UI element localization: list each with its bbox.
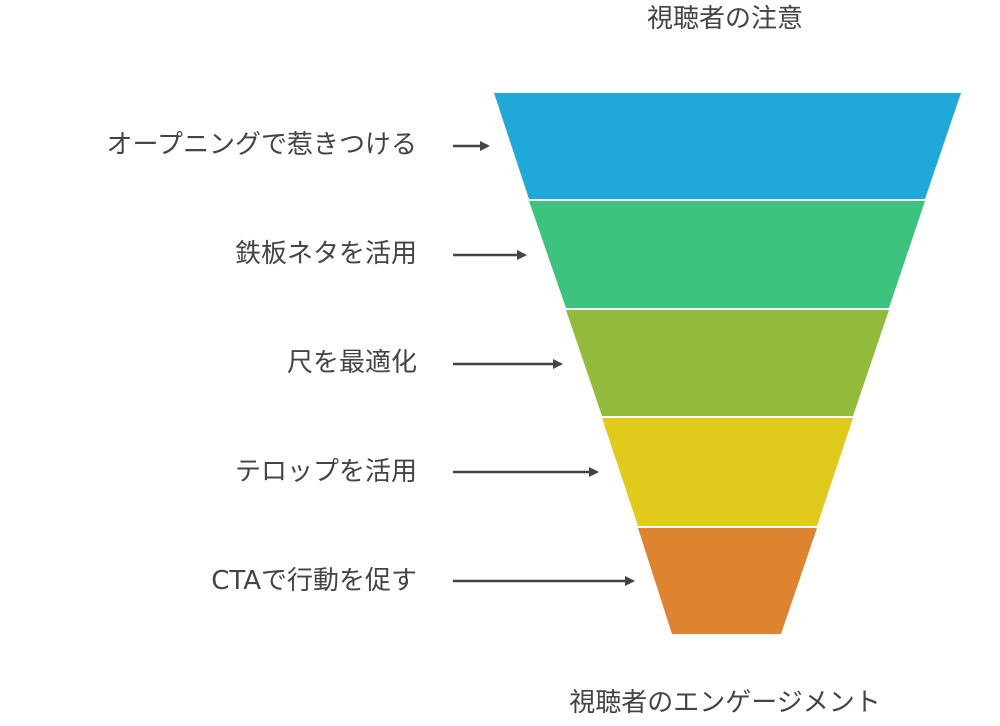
stage-label-2: 鉄板ネタを活用: [234, 239, 417, 269]
funnel-segment-3: [566, 310, 889, 416]
stage-label-4: テロップを活用: [234, 457, 417, 487]
funnel-segment-5: [638, 528, 817, 634]
stage-label-3: 尺を最適化: [286, 348, 417, 378]
funnel-segment-1: [494, 93, 961, 199]
funnel-top-label: 視聴者の注意: [646, 4, 803, 34]
stage-label-5: CTAで行動を促す: [211, 566, 417, 596]
stage-label-1: オープニングで惹きつける: [106, 130, 417, 160]
funnel-segment-4: [602, 418, 853, 526]
funnel-bottom-label: 視聴者のエンゲージメント: [569, 688, 881, 718]
funnel-segment-2: [529, 201, 925, 308]
